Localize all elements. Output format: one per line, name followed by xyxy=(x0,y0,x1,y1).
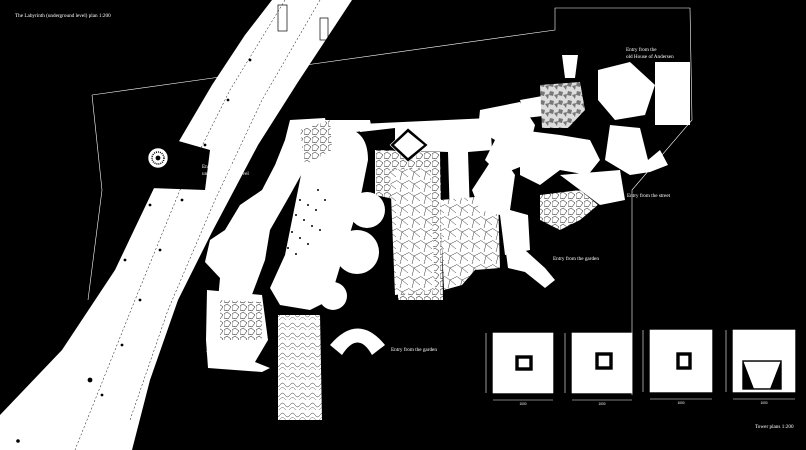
label-tower-plans: Tower plans 1:200 xyxy=(755,424,794,430)
label-entry-garden-right: Entry from the garden xyxy=(553,256,599,262)
dimension-label: 1000 xyxy=(598,402,605,406)
tower-plan-2 xyxy=(564,332,633,401)
plan-title: The Labyrinth (underground level) plan 1… xyxy=(15,13,111,19)
tower-dimension-labels: 1000 1000 1000 1000 xyxy=(519,401,767,406)
label-entry-house: Entry from the old House of Andersen xyxy=(626,47,674,60)
dimension-label: 1000 xyxy=(519,402,526,406)
label-entry-street: Entry from the street xyxy=(627,193,671,199)
dimension-label: 1000 xyxy=(677,401,684,405)
label-tower-ug: Tower on UG level xyxy=(206,351,246,357)
dimension-label: 1000 xyxy=(760,401,767,405)
hall-seating xyxy=(287,189,326,255)
tower-plan-3 xyxy=(642,329,713,400)
site-boundary xyxy=(87,7,693,395)
label-entry-underground: Entry from the underground city level xyxy=(202,164,249,177)
label-entry-garden-bottom: Entry from the garden xyxy=(391,347,437,353)
street-band xyxy=(0,0,352,450)
labyrinth-mass xyxy=(205,55,690,420)
tower-plan-4 xyxy=(725,329,796,400)
tower-plans xyxy=(485,329,796,401)
tower-plan-1 xyxy=(485,332,554,401)
